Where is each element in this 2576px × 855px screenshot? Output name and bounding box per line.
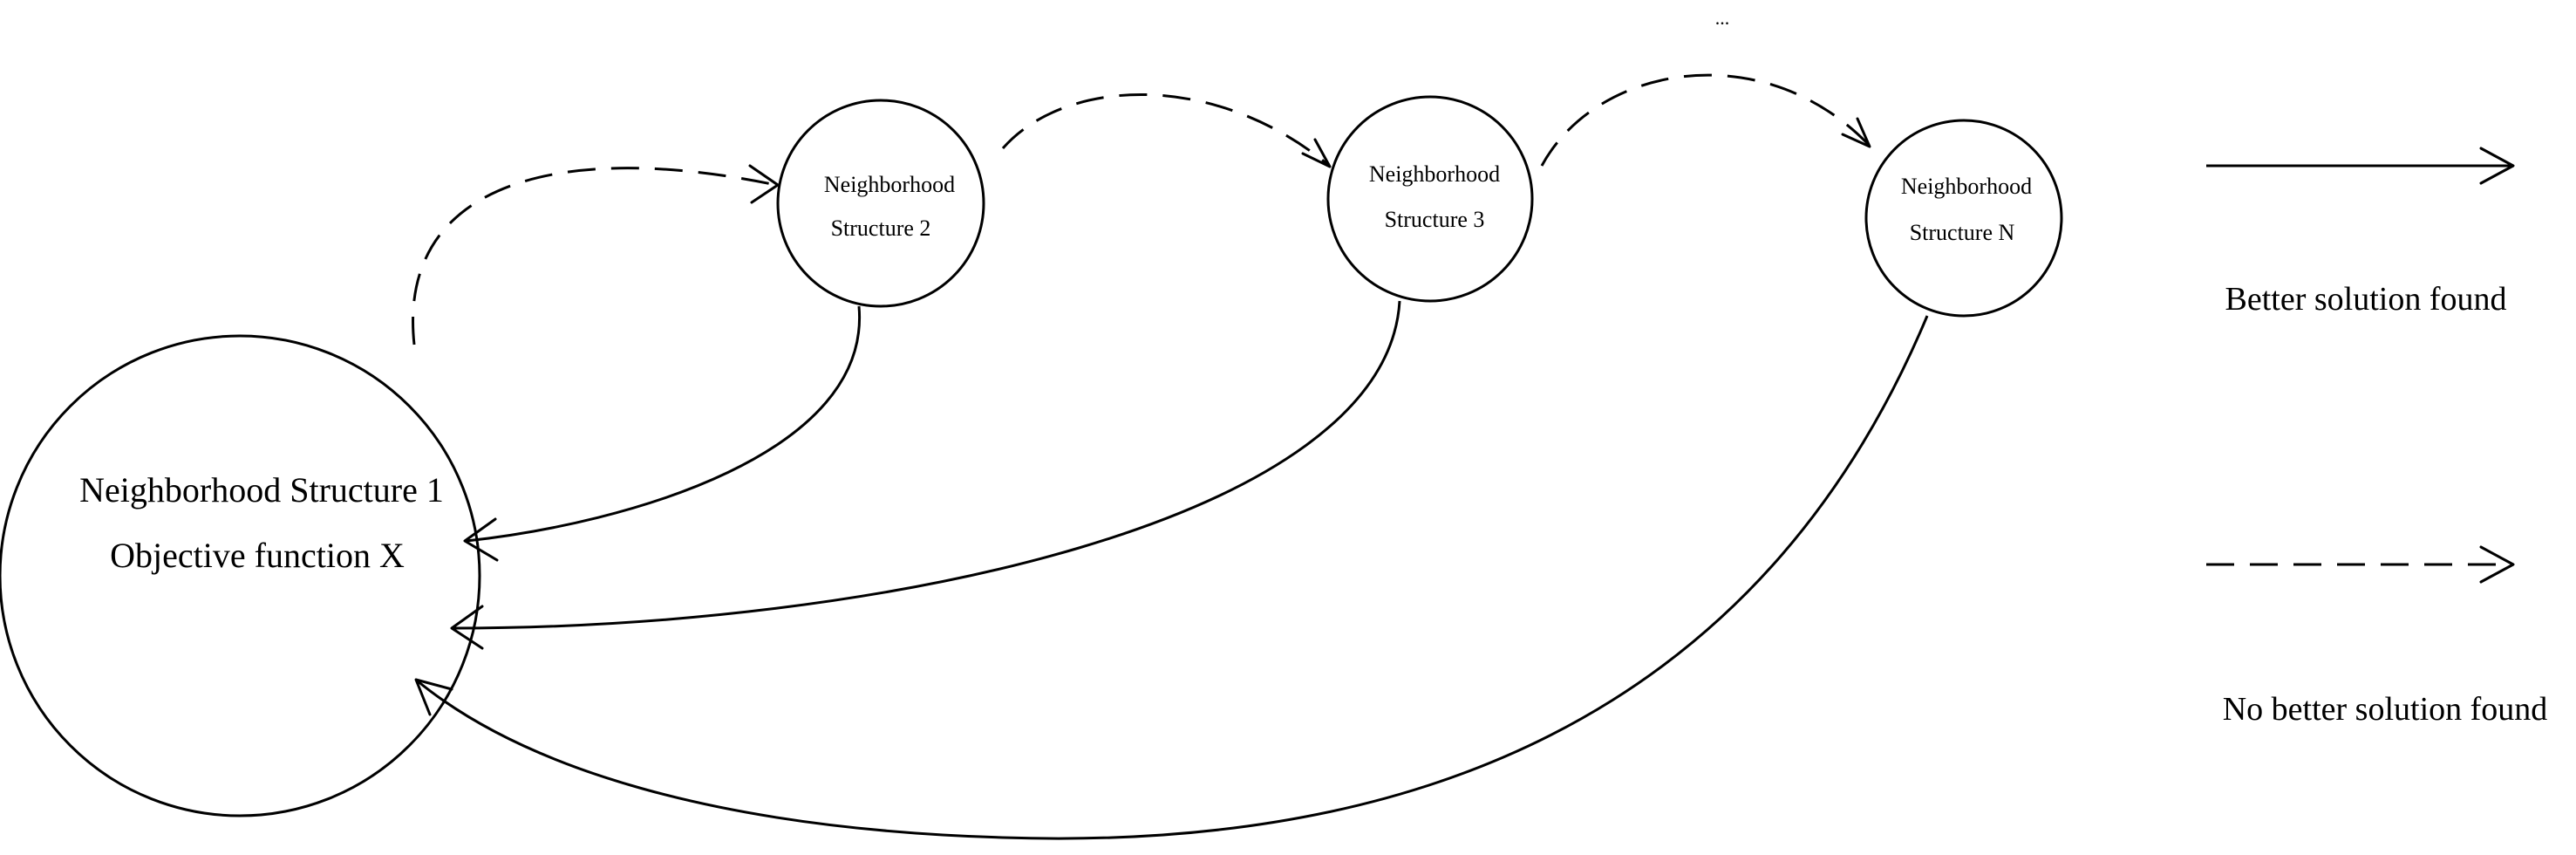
solid-edge-n-to-1 [416, 315, 1929, 840]
dashed-edge-2-to-3 [1001, 93, 1328, 166]
legend-dashed-label: No better solution found [2223, 691, 2548, 728]
arrowhead-solid-2-to-1 [463, 517, 499, 562]
node-neighborhood-structure-n [1864, 119, 2063, 318]
node-3-label-line2: Structure 3 [1385, 207, 1485, 232]
node-1-label-line1: Neighborhood Structure 1 [79, 470, 444, 510]
node-1-label-line2: Objective function X [110, 536, 405, 575]
legend-dashed-arrowhead [2479, 545, 2515, 584]
node-3-label-line1: Neighborhood [1369, 161, 1500, 187]
node-neighborhood-structure-2 [776, 99, 985, 308]
node-neighborhood-structure-3 [1326, 95, 1534, 303]
node-n-label-line2: Structure N [1910, 220, 2015, 245]
arrowhead-solid-n-to-1 [414, 678, 453, 716]
legend-solid-label: Better solution found [2225, 281, 2507, 318]
node-2-label-line2: Structure 2 [831, 215, 931, 241]
dashed-edge-3-to-n [1540, 73, 1870, 167]
node-2-label-line1: Neighborhood [824, 172, 955, 197]
dashed-edge-1-to-2 [412, 167, 777, 345]
solid-edge-3-to-1 [453, 300, 1401, 630]
solid-edge-2-to-1 [466, 305, 861, 543]
arrowhead-dashed-1-to-2 [748, 164, 780, 204]
node-neighborhood-structure-1 [0, 334, 481, 817]
ellipsis-mark: ... [1715, 7, 1730, 29]
arrowhead-solid-3-to-1 [450, 605, 484, 650]
arrowhead-dashed-3-to-n [1841, 117, 1871, 148]
legend-solid-arrowhead [2479, 147, 2515, 185]
arrowhead-dashed-2-to-3 [1301, 138, 1332, 168]
node-n-label-line1: Neighborhood [1901, 174, 2032, 199]
